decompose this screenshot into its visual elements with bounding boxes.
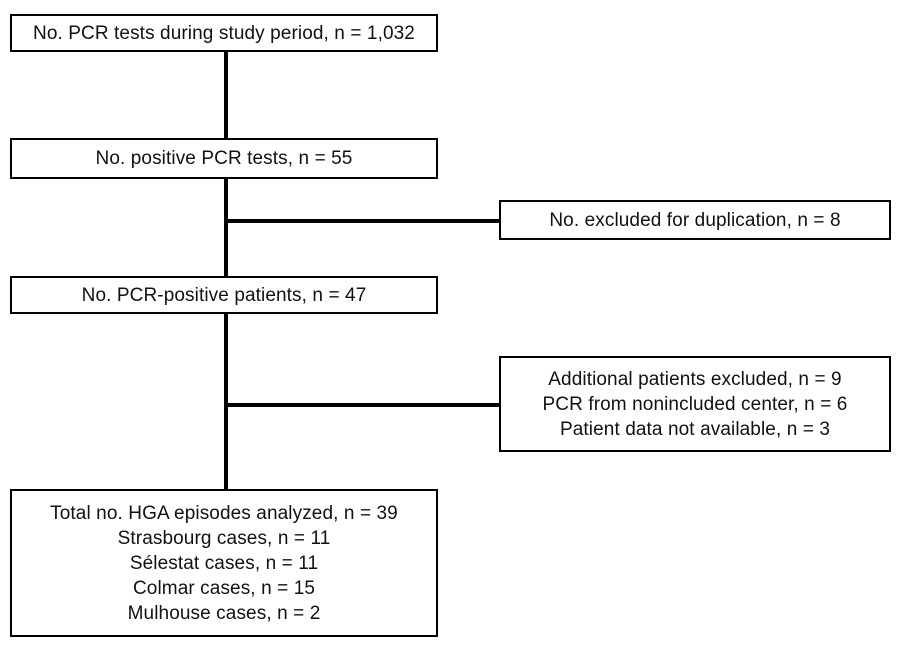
node-line: No. PCR-positive patients, n = 47 (81, 284, 367, 306)
node-line: No. excluded for duplication, n = 8 (549, 209, 841, 231)
node-line: Mulhouse cases, n = 2 (127, 602, 321, 624)
node-line: Additional patients excluded, n = 9 (548, 368, 842, 390)
node-excluded-duplication[interactable]: No. excluded for duplication, n = 8 (499, 200, 891, 240)
node-line: PCR from nonincluded center, n = 6 (542, 393, 848, 415)
node-line: No. positive PCR tests, n = 55 (95, 148, 353, 169)
node-total-pcr-tests[interactable]: No. PCR tests during study period, n = 1… (10, 14, 438, 52)
node-additional-patients-excluded[interactable]: Additional patients excluded, n = 9 PCR … (499, 356, 891, 452)
node-line: Patient data not available, n = 3 (559, 418, 831, 440)
connector-branch-additional-exclusions (224, 403, 501, 407)
node-positive-pcr-tests[interactable]: No. positive PCR tests, n = 55 (10, 138, 438, 179)
connector-patients-to-analyzed (224, 312, 228, 490)
connector-positive-to-patients (224, 178, 228, 278)
node-total-hga-episodes-analyzed[interactable]: Total no. HGA episodes analyzed, n = 39 … (10, 489, 438, 637)
node-line: Strasbourg cases, n = 11 (117, 527, 331, 549)
node-line: Total no. HGA episodes analyzed, n = 39 (50, 502, 398, 524)
node-line: No. PCR tests during study period, n = 1… (33, 22, 415, 44)
connector-tests-to-positive (224, 51, 228, 139)
connector-branch-duplication (224, 219, 501, 223)
node-line: Sélestat cases, n = 11 (129, 552, 319, 574)
node-line: Colmar cases, n = 15 (132, 577, 316, 599)
node-pcr-positive-patients[interactable]: No. PCR-positive patients, n = 47 (10, 276, 438, 314)
